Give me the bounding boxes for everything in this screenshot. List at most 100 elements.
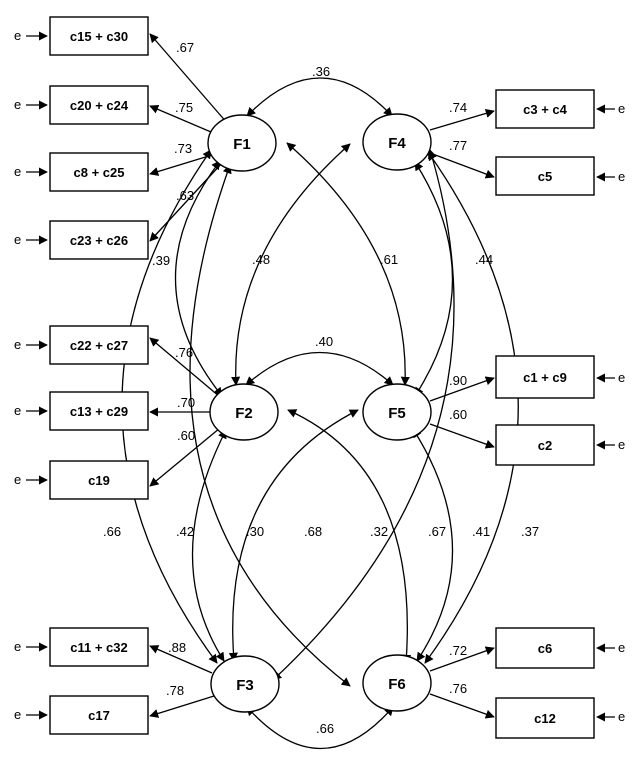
error-c5: e [618, 169, 625, 184]
loading-f2-c19: .60 [177, 428, 195, 443]
factor-label-f6: F6 [388, 676, 406, 693]
loading-arrow-f1-c20-c24 [149, 105, 212, 133]
correlation-label-f2-f5: .40 [315, 334, 333, 349]
loading-f1-c23-c26: .63 [176, 188, 194, 203]
loading-arrow-f3-c17 [149, 695, 215, 718]
indicator-box-c6 [495, 627, 595, 669]
left-error-terms: e e e e e e e e e [14, 28, 48, 722]
loading-arrow-f4-c5 [429, 152, 495, 179]
correlation-label-f1-f6: .30 [246, 524, 264, 539]
loading-f6-c6: .72 [449, 643, 467, 658]
correlation-label-f2-f3: .42 [176, 524, 194, 539]
indicator-box-c20-c24 [49, 85, 149, 125]
correlation-label-f3-f4: .67 [428, 524, 446, 539]
indicator-box-c12 [495, 697, 595, 739]
factor-f2 [209, 383, 279, 441]
loading-f4-c3-c4: .74 [449, 100, 467, 115]
loading-arrow-f1-c15-c30 [149, 33, 229, 125]
error-c11-c32: e [14, 639, 21, 654]
indicator-box-c3-c4 [495, 89, 595, 129]
error-c15-c30: e [14, 28, 21, 43]
indicator-label-c20-c24: c20 + c24 [70, 98, 129, 113]
loading-f2-c13-c29: .70 [177, 395, 195, 410]
loading-labels: .67 .75 .73 .63 .76 .70 .60 .88 .78 .74 … [166, 40, 467, 698]
factor-f5 [362, 383, 432, 441]
indicator-box-c5 [495, 156, 595, 196]
indicator-box-c13-c29 [49, 391, 149, 431]
loading-f1-c15-c30: .67 [176, 40, 194, 55]
right-error-terms: e e e e e e [596, 101, 625, 724]
indicator-label-c8-c25: c8 + c25 [74, 165, 125, 180]
correlation-f3-f6 [246, 706, 394, 749]
indicator-label-c12: c12 [534, 711, 556, 726]
correlation-label-f3-f6: .66 [316, 721, 334, 736]
error-c20-c24: e [14, 97, 21, 112]
indicator-label-c3-c4: c3 + c4 [523, 102, 568, 117]
loading-f5-c2: .60 [449, 407, 467, 422]
correlation-f4-f5 [414, 161, 454, 397]
correlation-label-f4-f5: .44 [475, 252, 493, 267]
error-c2: e [618, 437, 625, 452]
error-c3-c4: e [618, 101, 625, 116]
correlation-label-f3-f5: .68 [304, 524, 322, 539]
indicator-label-c15-c30: c15 + c30 [70, 29, 128, 44]
error-c17: e [14, 707, 21, 722]
indicator-label-c11-c32: c11 + c32 [70, 640, 127, 655]
loading-arrow-f5-c1-c9 [429, 376, 495, 402]
loading-f2-c22-c27: .76 [175, 345, 193, 360]
indicator-box-c11-c32 [49, 627, 149, 667]
indicator-label-c2: c2 [538, 438, 552, 453]
correlation-label-f1-f5: .61 [380, 252, 398, 267]
error-c19: e [14, 472, 21, 487]
indicator-box-c1-c9 [495, 355, 595, 399]
indicator-box-c23-c26 [49, 220, 149, 260]
factor-f4 [362, 113, 432, 171]
left-indicators: c15 + c30 c20 + c24 c8 + c25 c23 + c26 c… [49, 16, 149, 735]
loading-f6-c12: .76 [449, 681, 467, 696]
correlation-label-f2-f6: .32 [370, 524, 388, 539]
indicator-label-c19: c19 [88, 473, 110, 488]
error-c13-c29: e [14, 403, 21, 418]
factor-f6 [362, 654, 432, 712]
factor-label-f1: F1 [233, 136, 251, 153]
correlation-f1-f2 [174, 160, 223, 397]
factors: F1 F2 F3 F4 F5 F6 [207, 113, 432, 713]
indicator-label-c1-c9: c1 + c9 [523, 370, 567, 385]
indicator-box-c19 [49, 460, 149, 500]
loading-f3-c11-c32: .88 [168, 640, 186, 655]
factor-label-f2: F2 [235, 405, 253, 422]
indicator-label-c13-c29: c13 + c29 [70, 404, 128, 419]
indicator-label-c6: c6 [538, 641, 552, 656]
loading-f4-c5: .77 [449, 138, 467, 153]
loading-arrow-f4-c3-c4 [429, 108, 495, 131]
indicator-label-c17: c17 [88, 708, 110, 723]
right-indicators: c3 + c4 c5 c1 + c9 c2 c6 c12 [495, 89, 595, 739]
loading-arrow-f3-c11-c32 [149, 645, 213, 674]
indicator-box-c17 [49, 695, 149, 735]
error-c12: e [618, 709, 625, 724]
error-c22-c27: e [14, 337, 21, 352]
correlation-label-f2-f4: .48 [252, 252, 270, 267]
correlation-labels: .36 .39 .48 .61 .44 .40 .66 .42 .30 .68 … [103, 64, 539, 736]
correlation-f2-f3 [191, 429, 227, 662]
loading-f1-c20-c24: .75 [175, 100, 193, 115]
loading-f3-c17: .78 [166, 683, 184, 698]
indicator-box-c22-c27 [49, 325, 149, 365]
loading-arrow-f6-c6 [429, 646, 495, 672]
correlation-f4-f6 [424, 151, 519, 664]
loading-arrow-f6-c12 [429, 693, 495, 719]
correlation-label-f1-f2: .39 [152, 253, 170, 268]
indicator-box-c2 [495, 424, 595, 466]
loading-arrow-f5-c2 [429, 423, 495, 449]
indicator-box-c15-c30 [49, 16, 149, 56]
loading-f1-c8-c25: .73 [174, 141, 192, 156]
factor-label-f5: F5 [388, 405, 406, 422]
correlation-label-f1-f3: .66 [103, 524, 121, 539]
error-c8-c25: e [14, 164, 21, 179]
error-c6: e [618, 640, 625, 655]
correlation-label-f5-f6: .41 [472, 524, 490, 539]
correlation-f2-f5 [245, 351, 394, 386]
indicator-box-c8-c25 [49, 152, 149, 192]
correlation-curves [121, 77, 519, 749]
